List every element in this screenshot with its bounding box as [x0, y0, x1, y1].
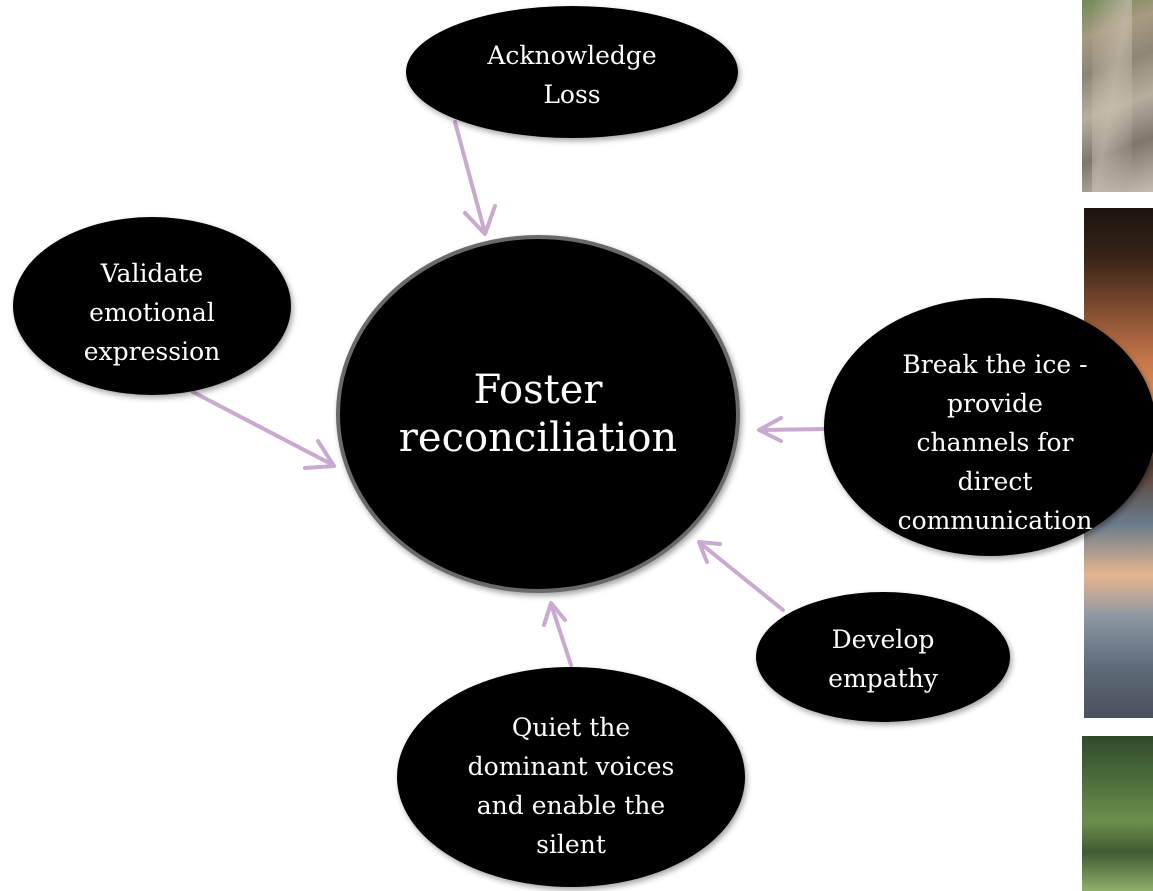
- label-validate-emotional-expression: Validate emotional expression: [42, 252, 262, 372]
- label-line: direct: [957, 466, 1033, 496]
- center-line-2: reconciliation: [398, 415, 678, 461]
- label-line: Develop: [831, 625, 935, 654]
- node-quiet-dominant-voices: [397, 667, 745, 887]
- label-foster-reconciliation: Foster reconciliation: [378, 362, 698, 466]
- label-line: empathy: [828, 664, 938, 693]
- label-line: emotional: [89, 297, 215, 327]
- arrow-acknowledge: [453, 120, 497, 236]
- node-break-the-ice: [824, 298, 1153, 556]
- label-line: channels for: [916, 427, 1074, 457]
- landscape-photo-top: [1082, 0, 1153, 192]
- label-line: Loss: [543, 80, 601, 109]
- label-line: expression: [83, 336, 221, 366]
- label-quiet-dominant-voices: Quiet the dominant voices and enable the…: [451, 708, 691, 864]
- node-acknowledge-loss: [406, 6, 738, 138]
- label-line: Quiet the: [511, 713, 631, 742]
- label-line: provide: [947, 388, 1043, 418]
- label-acknowledge-loss: Acknowledge Loss: [430, 36, 714, 114]
- label-line: dominant voices: [467, 752, 675, 781]
- label-line: communication: [897, 505, 1093, 535]
- node-validate-emotional-expression: [13, 217, 291, 395]
- forest-photo: [1082, 736, 1153, 891]
- arrow-empathy: [697, 540, 785, 612]
- label-break-the-ice: Break the ice - provide channels for dir…: [885, 344, 1105, 540]
- label-line: silent: [536, 830, 606, 859]
- label-line: Validate: [100, 258, 204, 288]
- label-line: Acknowledge: [487, 41, 657, 70]
- node-develop-empathy: [756, 592, 1010, 722]
- arrow-quiet: [542, 601, 573, 667]
- arrow-validate: [191, 390, 336, 470]
- arrow-break-ice: [757, 416, 827, 443]
- label-line: Break the ice -: [902, 349, 1088, 379]
- node-foster-reconciliation: [336, 235, 740, 593]
- center-line-1: Foster: [473, 367, 603, 413]
- label-line: and enable the: [476, 791, 666, 820]
- label-develop-empathy: Develop empathy: [783, 620, 983, 698]
